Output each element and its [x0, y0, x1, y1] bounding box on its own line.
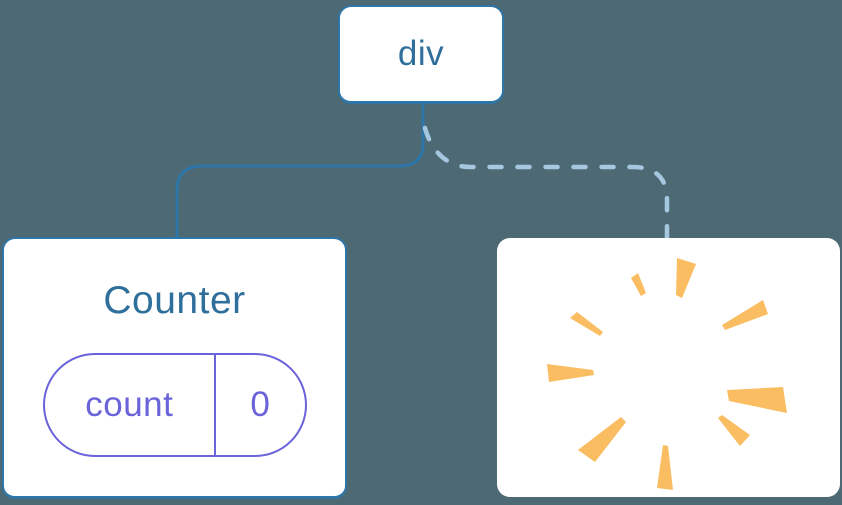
removed-node	[497, 238, 840, 497]
state-key-cell: count	[45, 355, 217, 455]
root-node-div: div	[338, 5, 504, 104]
state-key-label: count	[85, 385, 174, 424]
state-value-cell: 0	[216, 355, 304, 455]
state-pill: count 0	[42, 353, 307, 457]
root-node-label: div	[397, 34, 445, 73]
counter-node-title: Counter	[103, 279, 246, 322]
state-value-label: 0	[250, 385, 271, 424]
solid-edge-to-counter	[175, 103, 425, 239]
counter-node: Counter count 0	[2, 237, 347, 499]
poof-starburst-icon	[547, 258, 787, 490]
dashed-edge-to-removed-node	[421, 121, 670, 241]
